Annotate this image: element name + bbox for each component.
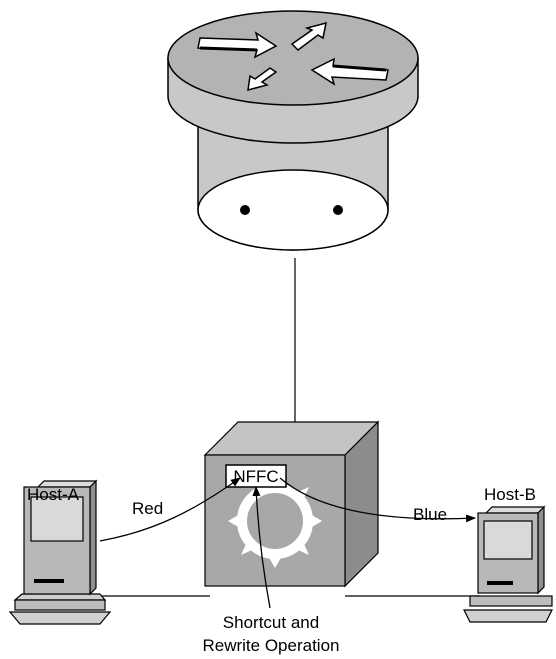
shortcut-note-line2: Rewrite Operation <box>202 636 339 655</box>
host-a-workstation-icon <box>8 479 112 625</box>
router-icon <box>167 10 419 251</box>
shortcut-pointer-arrow <box>252 486 271 609</box>
shortcut-note-line1: Shortcut and <box>223 613 319 632</box>
layer3-switch-icon: NFFC <box>203 420 380 588</box>
host-b-label: Host-B <box>484 485 536 504</box>
blue-flow-arrow <box>279 477 476 523</box>
blue-label: Blue <box>413 505 447 524</box>
nffc-label: NFFC <box>233 467 278 486</box>
host-a-label: Host-A <box>27 485 80 504</box>
host-b-workstation-icon <box>463 505 553 623</box>
red-label: Red <box>132 499 163 518</box>
red-flow-arrow <box>99 477 241 542</box>
